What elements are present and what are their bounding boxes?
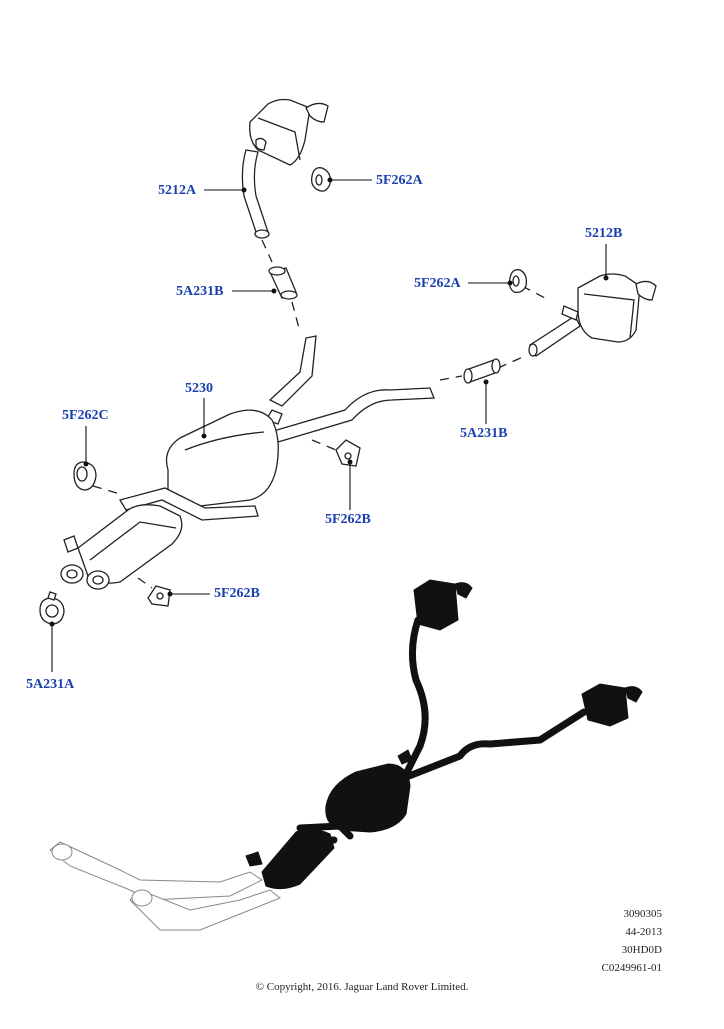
callout-5A231A: 5A231A [26,677,75,692]
bracket-5F262B-low [147,585,171,607]
clamp-5A231B-top [268,266,298,300]
clamp-5A231A [39,591,65,625]
overview-assembly [49,579,643,931]
callout-5F262C: 5F262C [62,408,109,423]
rear-muffler-left [249,98,329,166]
isolator-5F262C [73,461,97,491]
isolator-5F262A-right [508,269,528,294]
isolator-5F262A-top [310,167,331,192]
callout-5A231B-top: 5A231B [176,284,224,299]
callout-5212B: 5212B [585,226,623,241]
copyright-notice: © Copyright, 2016. Jaguar Land Rover Lim… [255,981,469,993]
reference-date-code: 44-2013 [625,926,662,938]
reference-number: 3090305 [623,908,663,920]
callout-5F262A-right: 5F262A [414,276,461,291]
rear-muffler-right [528,273,657,357]
callout-5F262B-mid: 5F262B [325,512,371,527]
reference-model-code: 30HD0D [621,944,662,956]
callout-5A231B-right: 5A231B [460,426,508,441]
reference-illustration-id: C0249961-01 [601,962,663,974]
intermediate-pipe-assembly [60,335,435,590]
tail-pipe-left [241,149,270,239]
callout-5212A: 5212A [158,183,197,198]
clamp-5A231B-right [463,358,501,384]
bracket-5F262B-mid [335,439,361,467]
callout-5230: 5230 [185,381,213,396]
callout-5F262B-low: 5F262B [214,586,260,601]
callout-5F262A-top: 5F262A [376,173,423,188]
